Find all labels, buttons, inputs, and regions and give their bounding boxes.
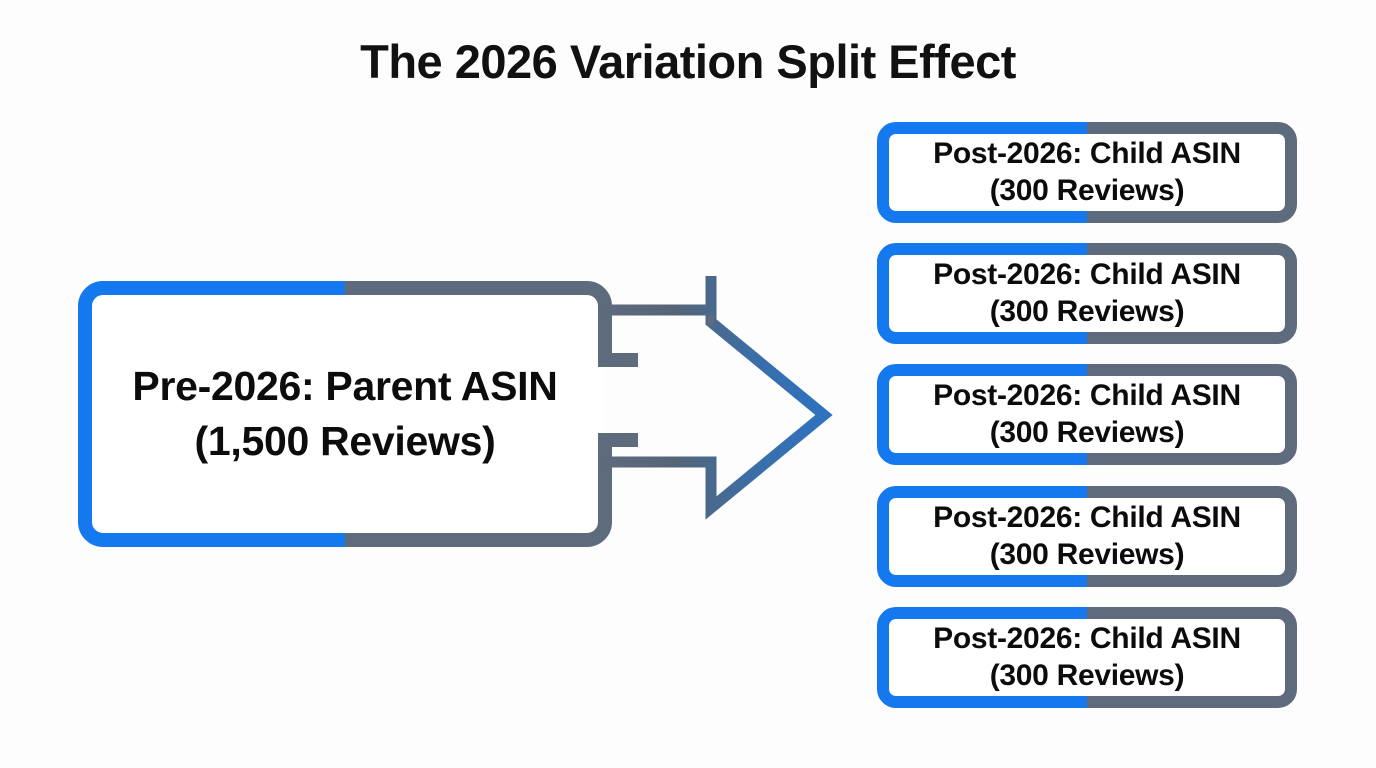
- child-asin-node: Post-2026: Child ASIN (300 Reviews): [877, 486, 1297, 587]
- child-line-1: Post-2026: Child ASIN: [933, 621, 1241, 655]
- child-asin-label: Post-2026: Child ASIN (300 Reviews): [877, 243, 1297, 344]
- page-title: The 2026 Variation Split Effect: [360, 35, 1016, 88]
- child-asin-label: Post-2026: Child ASIN (300 Reviews): [877, 364, 1297, 465]
- child-box-outline: [877, 243, 1297, 344]
- parent-line-2: (1,500 Reviews): [194, 418, 496, 464]
- child-line-2: (300 Reviews): [989, 658, 1185, 692]
- child-box-outline: [877, 486, 1297, 587]
- child-line-2: (300 Reviews): [989, 415, 1185, 449]
- child-line-1: Post-2026: Child ASIN: [933, 500, 1241, 534]
- parent-asin-node: Pre-2026: Parent ASIN (1,500 Reviews): [78, 281, 638, 547]
- child-asin-node: Post-2026: Child ASIN (300 Reviews): [877, 607, 1297, 708]
- parent-box-outline: [78, 281, 638, 547]
- child-line-1: Post-2026: Child ASIN: [933, 378, 1241, 412]
- split-arrow-icon: [598, 276, 833, 520]
- child-asin-label: Post-2026: Child ASIN (300 Reviews): [877, 607, 1297, 708]
- child-asin-label: Post-2026: Child ASIN (300 Reviews): [877, 122, 1297, 223]
- child-line-2: (300 Reviews): [989, 294, 1185, 328]
- child-asin-node: Post-2026: Child ASIN (300 Reviews): [877, 122, 1297, 223]
- child-box-outline: [877, 607, 1297, 708]
- child-asin-node: Post-2026: Child ASIN (300 Reviews): [877, 364, 1297, 465]
- child-line-1: Post-2026: Child ASIN: [933, 136, 1241, 170]
- child-box-outline: [877, 364, 1297, 465]
- child-box-outline: [877, 122, 1297, 223]
- child-asin-label: Post-2026: Child ASIN (300 Reviews): [877, 486, 1297, 587]
- parent-asin-label: Pre-2026: Parent ASIN (1,500 Reviews): [78, 281, 612, 547]
- child-asin-node: Post-2026: Child ASIN (300 Reviews): [877, 243, 1297, 344]
- parent-line-1: Pre-2026: Parent ASIN: [132, 363, 558, 410]
- child-line-2: (300 Reviews): [989, 537, 1185, 571]
- child-line-1: Post-2026: Child ASIN: [933, 257, 1241, 291]
- child-line-2: (300 Reviews): [989, 173, 1185, 207]
